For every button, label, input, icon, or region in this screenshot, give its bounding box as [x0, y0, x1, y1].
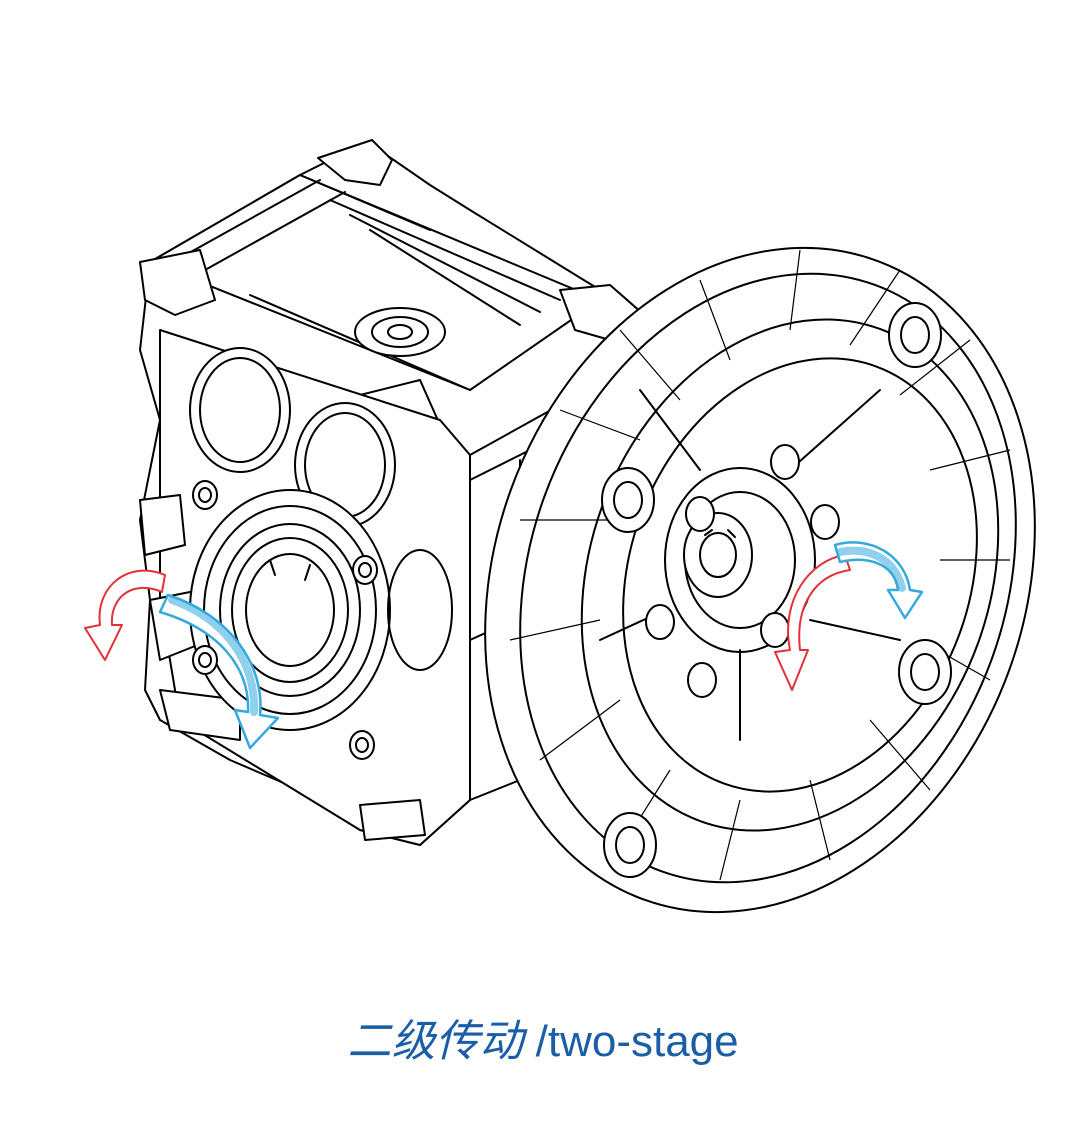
caption: 二级传动 /two-stage: [0, 1005, 1086, 1069]
curved-arrow-red-icon: [774, 554, 851, 691]
caption-english: two-stage: [547, 1017, 739, 1066]
rotation-arrows-right: [774, 541, 924, 691]
curved-arrow-blue-icon: [833, 541, 924, 620]
curved-arrow-red-icon: [84, 569, 166, 661]
caption-chinese: 二级传动: [347, 1016, 524, 1067]
caption-separator: /: [523, 1017, 548, 1066]
rotation-arrows-left: [84, 569, 280, 750]
motor-flange: [484, 246, 1036, 914]
